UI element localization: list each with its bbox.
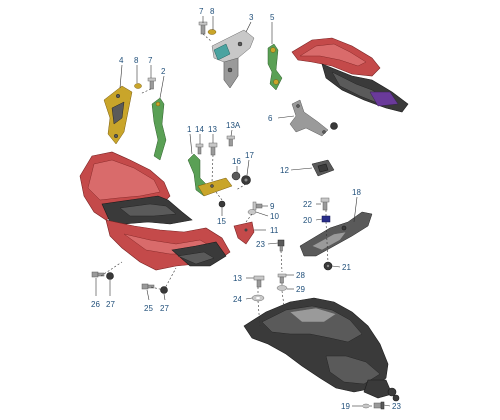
callout-3: 3 [249,13,254,22]
callout-17: 17 [245,151,254,160]
grommet-bottom [387,387,400,402]
callout-5: 5 [270,13,275,22]
nut-17 [241,175,251,185]
bolt-23-mid [277,239,285,252]
leader-lines [95,16,391,407]
screw-28 [277,273,287,284]
washer-29 [276,285,288,291]
washer-10 [247,209,257,215]
callout-9: 9 [270,202,275,211]
callout-29: 29 [296,285,305,294]
grommet-16 [231,171,241,181]
callout-10: 10 [270,212,279,221]
callout-1: 1 [187,125,192,134]
callout-8-upper: 8 [210,7,215,16]
bolt-23-lower [373,401,385,410]
bracket-18 [299,211,373,257]
callout-27-left: 27 [106,300,115,309]
upper-mount-bracket [211,29,255,89]
callout-8-left: 8 [134,56,139,65]
callout-7-upper: 7 [199,7,204,16]
clip-12 [311,159,335,177]
bolt-7-upper [198,21,208,35]
washer-8-left [134,83,142,89]
stay-2 [151,97,167,161]
callout-15: 15 [217,217,226,226]
callout-24: 24 [233,295,242,304]
callout-13-lower: 13 [233,274,242,283]
bolt-26 [91,271,105,278]
gold-bracket-4 [103,85,133,145]
washer-19 [362,403,370,409]
stay-1 [187,153,233,197]
callout-18: 18 [352,188,361,197]
callout-11: 11 [270,226,279,235]
washer-8-upper [207,29,217,35]
callout-28: 28 [296,271,305,280]
callout-4: 4 [119,56,124,65]
bolt-13-lower [253,275,265,288]
callout-labels: 7 8 3 5 4 8 7 2 6 1 14 13 13A 16 17 15 1… [91,7,401,411]
screw-13A [226,135,235,147]
callout-2: 2 [161,67,166,76]
damper-rubber [330,122,338,130]
callout-16: 16 [232,157,241,166]
screw-14 [195,143,204,155]
nut-20 [321,215,331,223]
callout-20: 20 [303,216,312,225]
callout-19: 19 [341,402,350,411]
stay-5 [267,43,283,91]
nut-21 [323,261,333,271]
washer-24 [251,294,265,302]
red-bracket-11 [233,221,255,245]
callout-6: 6 [268,114,273,123]
bolt-9 [252,201,263,211]
callout-23-lower: 23 [392,402,401,411]
callout-7-left: 7 [148,56,153,65]
callout-23-mid: 23 [256,240,265,249]
callout-12: 12 [280,166,289,175]
grommet-27-left [106,272,114,280]
bolt-22 [320,197,330,211]
rear-side-fairing [291,37,409,113]
bolt-7-left [147,77,156,90]
callout-13-upper: 13 [208,125,217,134]
callout-21: 21 [342,263,351,272]
tank-cover [243,297,393,399]
callout-25: 25 [144,304,153,313]
callout-14: 14 [195,125,204,134]
assembly-dash-lines [100,33,374,407]
grommet-15 [218,200,226,208]
callout-22: 22 [303,200,312,209]
stay-6 [289,99,329,137]
callout-27-right: 27 [160,304,169,313]
callout-26: 26 [91,300,100,309]
front-side-cowl [79,151,231,271]
bolt-25 [141,283,155,290]
callout-13A: 13A [226,121,241,130]
bolt-13-upper [208,142,218,156]
